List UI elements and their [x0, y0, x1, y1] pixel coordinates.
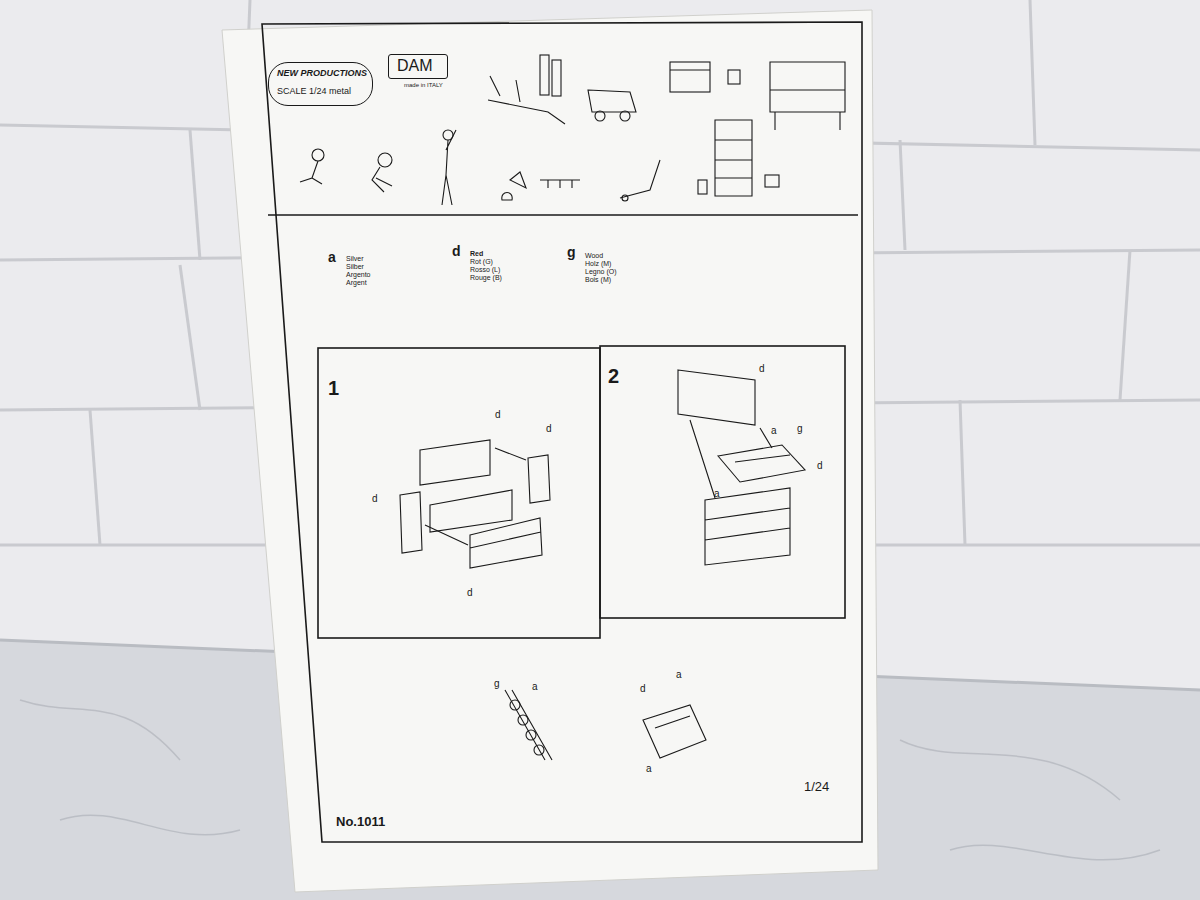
- callout-letter: g: [797, 424, 803, 435]
- node-text: 2: [608, 366, 619, 387]
- color-name: Rosso (L): [470, 266, 500, 273]
- bottom-band: No.1011 1/24: [324, 640, 860, 840]
- callout-letter: d: [546, 424, 552, 435]
- color-name: Argent: [346, 279, 367, 286]
- color-name: Rouge (B): [470, 274, 502, 281]
- step-panel: 2: [602, 348, 843, 616]
- node-text: No.1011: [336, 815, 385, 829]
- color-name: Silber: [346, 263, 364, 270]
- color-name: Argento: [346, 271, 371, 278]
- color-key: a: [328, 250, 336, 265]
- callout-letter: a: [714, 489, 720, 500]
- step-panel: 1: [320, 350, 598, 636]
- color-key: d: [452, 244, 461, 259]
- callout-letter: a: [646, 764, 652, 775]
- color-name: Silver: [346, 255, 364, 262]
- color-name: Wood: [585, 252, 603, 259]
- color-name: Rot (G): [470, 258, 493, 265]
- node-text: DAM: [397, 58, 433, 75]
- callout-letter: d: [817, 461, 823, 472]
- callout-letter: d: [640, 684, 646, 695]
- callout-letter: a: [532, 682, 538, 693]
- color-name: Holz (M): [585, 260, 611, 267]
- callout-letter: d: [759, 364, 765, 375]
- callout-letter: a: [676, 670, 682, 681]
- color-key: g: [567, 245, 576, 260]
- callout-letter: g: [494, 679, 500, 690]
- node-text: 1/24: [804, 780, 829, 794]
- color-name: Legno (O): [585, 268, 617, 275]
- brand-logo: DAM: [388, 54, 448, 79]
- node-text: 1: [328, 378, 339, 399]
- maker-note: made in ITALY: [404, 82, 443, 88]
- callout-letter: a: [771, 426, 777, 437]
- color-name: Bois (M): [585, 276, 611, 283]
- callout-letter: d: [372, 494, 378, 505]
- node-text: NEW PRODUCTIONS: [277, 69, 367, 78]
- color-name: Red: [470, 250, 483, 257]
- callout-letter: d: [495, 410, 501, 421]
- node-text: SCALE 1/24 metal: [277, 87, 351, 96]
- title-cloud: NEW PRODUCTIONS SCALE 1/24 metal: [268, 62, 373, 106]
- callout-letter: d: [467, 588, 473, 599]
